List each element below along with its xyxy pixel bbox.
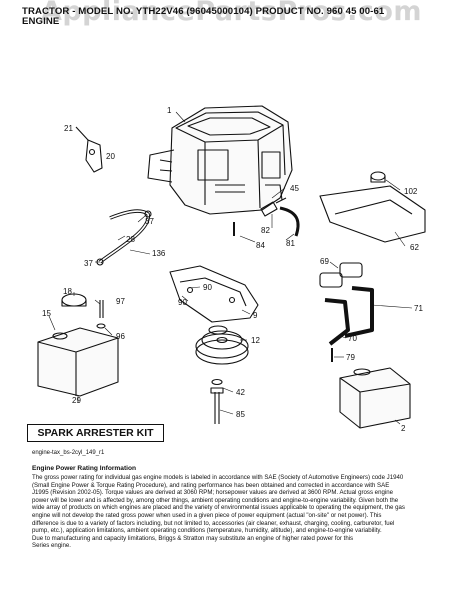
callout-71: 71 <box>414 304 423 313</box>
callout-97: 97 <box>116 297 125 306</box>
callout-42: 42 <box>236 388 245 397</box>
fuel-filter-part[interactable] <box>260 201 278 217</box>
rating-line: The gross power rating for individual ga… <box>32 474 404 481</box>
hose-part[interactable] <box>279 206 300 237</box>
callout-84: 84 <box>256 241 265 250</box>
callout-79: 79 <box>346 353 355 362</box>
callout-29: 29 <box>72 396 81 405</box>
pulley-part[interactable] <box>195 339 249 365</box>
diagram-ref-code: engine-tax_bs-2cyl_149_r1 <box>32 450 105 456</box>
callout-15: 15 <box>42 309 51 318</box>
callout-37b: 37 <box>84 259 93 268</box>
mount-bracket-part[interactable] <box>169 265 259 323</box>
rating-line: wide array of products on which engines … <box>32 504 405 512</box>
callout-45: 45 <box>290 184 299 193</box>
callout-37a: 37 <box>145 217 154 226</box>
watermark-text: AppliancePartsPros.com <box>40 0 423 27</box>
rating-paragraph: The gross power rating for individual ga… <box>32 474 450 550</box>
rating-line: J1995 (Revision 2002-05). Torque values … <box>32 489 393 497</box>
callout-9: 9 <box>253 311 258 320</box>
bolt-part[interactable] <box>214 392 220 424</box>
callout-90b: 90 <box>178 298 187 307</box>
callout-20: 20 <box>106 152 115 161</box>
callout-96: 96 <box>116 332 125 341</box>
callout-85: 85 <box>236 410 245 419</box>
callout-90a: 90 <box>203 283 212 292</box>
rating-title: Engine Power Rating Information <box>32 465 137 472</box>
callout-82: 82 <box>261 226 270 235</box>
spark-arrester-kit-label: SPARK ARRESTER KIT <box>27 424 164 442</box>
fuel-tank-part[interactable] <box>37 327 119 397</box>
muffler-part[interactable] <box>339 367 411 429</box>
rating-line: difference is due to a variety of factor… <box>32 519 395 527</box>
callout-18: 18 <box>63 287 72 296</box>
rating-line: power will be lower and is affected by, … <box>32 496 399 504</box>
heat-shield-part[interactable] <box>319 185 426 243</box>
callout-2: 2 <box>401 424 406 433</box>
callout-81: 81 <box>286 239 295 248</box>
callout-12: 12 <box>251 336 260 345</box>
callout-102: 102 <box>404 187 418 196</box>
rating-line: pump, etc.), application limitations, am… <box>32 527 382 535</box>
callout-1: 1 <box>167 106 172 115</box>
model-header: TRACTOR - MODEL NO. YTH22V46 (9604500010… <box>22 6 385 17</box>
engine-part[interactable] <box>147 105 293 215</box>
section-title: ENGINE <box>22 16 60 27</box>
callout-70: 70 <box>348 334 357 343</box>
callout-21: 21 <box>64 124 73 133</box>
rating-line: (Small Engine Power & Torque Rating Proc… <box>32 481 390 489</box>
exhaust-pipe-part[interactable] <box>344 286 374 338</box>
rating-line: engine will not develop the rated gross … <box>32 511 382 519</box>
callout-28: 28 <box>126 235 135 244</box>
rating-line: Due to manufacturing and capacity limita… <box>32 534 354 542</box>
gasket-part[interactable] <box>339 262 363 278</box>
bracket-part[interactable] <box>85 139 103 173</box>
callout-62: 62 <box>410 243 419 252</box>
rating-line: Series engine. <box>32 542 71 550</box>
callout-69: 69 <box>320 257 329 266</box>
callout-136: 136 <box>152 249 166 258</box>
cap-part[interactable] <box>370 171 386 181</box>
